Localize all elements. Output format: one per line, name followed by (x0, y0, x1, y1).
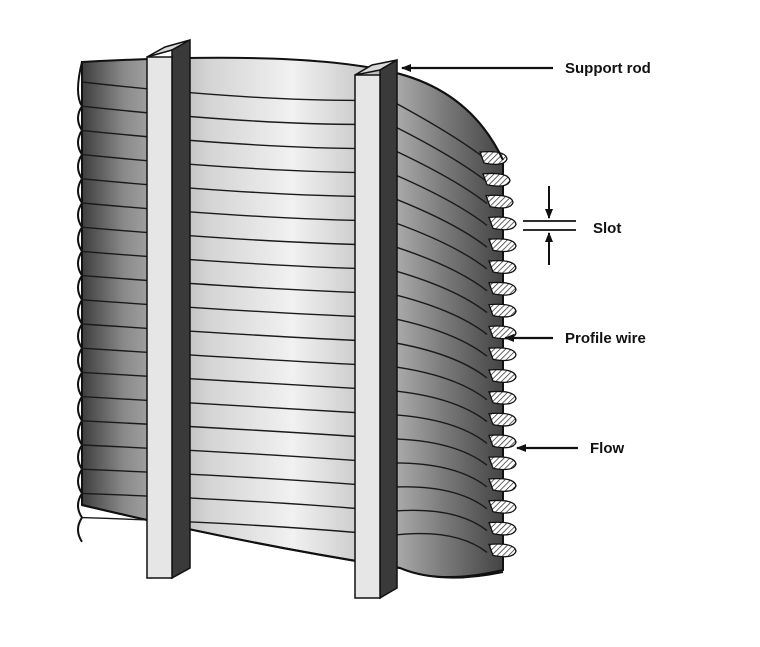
profile-wire-label: Profile wire (565, 330, 646, 347)
wire-section (488, 412, 517, 427)
wire-section (485, 194, 514, 209)
wire-section (488, 238, 517, 253)
wire-section (488, 216, 517, 231)
support-rod-label: Support rod (565, 60, 651, 77)
wire-section (488, 325, 517, 340)
wire-section (488, 434, 517, 449)
screen-right-outline (391, 71, 504, 161)
support-rod-left (146, 38, 191, 580)
wire-section (488, 347, 517, 362)
wire-section (488, 260, 517, 274)
flow-label: Flow (590, 440, 624, 457)
wire-section (488, 303, 517, 318)
wire-cross-sections (479, 151, 517, 558)
wire-section (488, 521, 517, 536)
wire-section (488, 456, 517, 471)
wire-section (488, 369, 517, 383)
support-rod-right (354, 58, 398, 600)
slot-indicator (523, 186, 576, 265)
screen-left-edge (77, 61, 84, 543)
wire-section (488, 390, 517, 405)
wire-section (488, 543, 517, 558)
wire-section (488, 281, 517, 296)
slot-label: Slot (593, 220, 621, 237)
wire-section (488, 499, 517, 514)
wire-section (488, 478, 517, 492)
wire-section (482, 172, 511, 187)
screen-cylinder (81, 56, 504, 579)
